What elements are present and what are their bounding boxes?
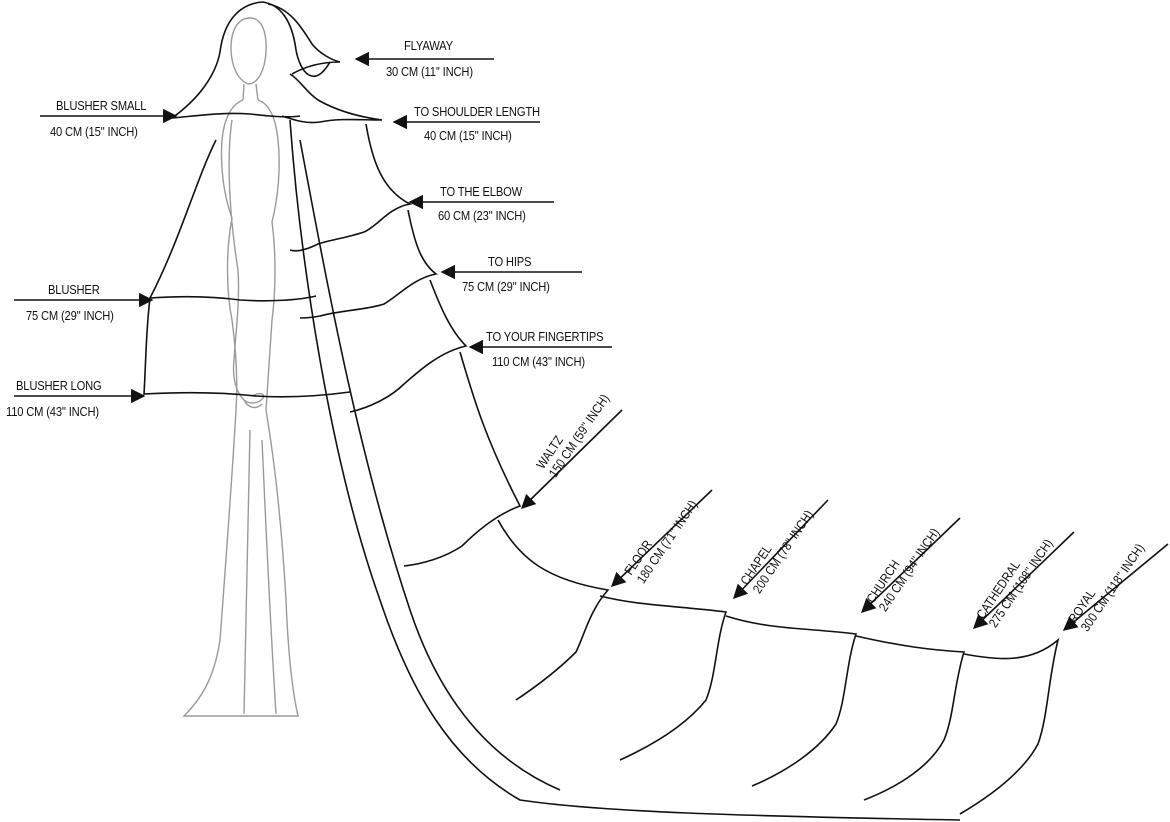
- veil-hips: [299, 209, 438, 319]
- arrow-floor: [610, 489, 713, 587]
- arrow-waltz: [520, 409, 623, 510]
- label-hips-length: 75 CM (29'' INCH): [462, 279, 550, 294]
- mannequin-arm: [228, 119, 265, 404]
- label-fingertips: TO YOUR FINGERTIPS: [486, 329, 604, 344]
- veil-shoulder: [281, 73, 383, 124]
- label-blusher-length-text: 75 CM (29'' INCH): [26, 308, 114, 323]
- label-blusher-small-length-text: 40 CM (15'' INCH): [50, 124, 138, 139]
- mannequin-skirt: [182, 409, 299, 717]
- mannequin-hand: [243, 399, 263, 409]
- label-blusher-small: BLUSHER SMALL: [56, 98, 147, 113]
- arrow-church: [860, 517, 961, 613]
- label-elbow-name: TO THE ELBOW: [440, 184, 523, 199]
- veil-fingertips: [349, 279, 468, 413]
- label-blusher-length: 75 CM (29'' INCH): [26, 308, 114, 323]
- label-shoulder-length-text: 40 CM (15'' INCH): [424, 128, 512, 143]
- veil-chapel: [599, 595, 728, 761]
- label-blusher: BLUSHER: [48, 282, 100, 297]
- label-elbow: TO THE ELBOW: [440, 184, 522, 199]
- label-flyaway-length: 30 CM (11'' INCH): [386, 64, 473, 79]
- leader-arrows: [14, 51, 1169, 631]
- veil-elbow: [289, 123, 413, 252]
- veil-blusher-small: [171, 112, 301, 119]
- label-flyaway-name: FLYAWAY: [404, 38, 453, 53]
- label-fingertips-length: 110 CM (43'' INCH): [492, 354, 585, 369]
- label-hips-length-text: 75 CM (29'' INCH): [462, 279, 550, 294]
- label-blusher-name: BLUSHER: [48, 282, 100, 297]
- label-elbow-length: 60 CM (23'' INCH): [438, 208, 526, 223]
- label-shoulder: TO SHOULDER LENGTH: [414, 104, 540, 119]
- veil-cathedral: [855, 635, 966, 801]
- label-blusher-long-length-text: 110 CM (43'' INCH): [6, 404, 99, 419]
- mannequin-head: [230, 17, 267, 85]
- mannequin-skirt-fold: [243, 429, 277, 715]
- label-elbow-length-text: 60 CM (23'' INCH): [438, 208, 526, 223]
- label-fingertips-name: TO YOUR FINGERTIPS: [486, 329, 604, 344]
- mannequin-neck: [242, 83, 259, 101]
- label-shoulder-name: TO SHOULDER LENGTH: [414, 104, 540, 119]
- arrow-cathedral: [972, 531, 1075, 629]
- label-hips: TO HIPS: [488, 254, 531, 269]
- label-fingertips-length-text: 110 CM (43'' INCH): [492, 354, 585, 369]
- veil-train-edge: [289, 119, 961, 821]
- veil-blusher: [148, 139, 317, 302]
- label-flyaway-length-text: 30 CM (11'' INCH): [386, 64, 473, 79]
- label-shoulder-length: 40 CM (15'' INCH): [424, 128, 512, 143]
- veil-flyaway: [267, 3, 341, 75]
- label-blusher-long: BLUSHER LONG: [16, 378, 102, 393]
- label-blusher-small-name: BLUSHER SMALL: [56, 98, 147, 113]
- mannequin-figure: [182, 17, 299, 717]
- label-blusher-long-length: 110 CM (43'' INCH): [6, 404, 99, 419]
- veil-hood: [171, 1, 331, 119]
- veil-church: [725, 615, 858, 787]
- veil-waltz: [403, 351, 522, 567]
- label-blusher-small-length: 40 CM (15'' INCH): [50, 124, 138, 139]
- label-blusher-long-name: BLUSHER LONG: [16, 378, 102, 393]
- veil-train-inner: [299, 139, 561, 791]
- veil-royal: [959, 637, 1060, 815]
- arrow-royal: [1062, 543, 1169, 631]
- label-hips-name: TO HIPS: [488, 254, 532, 269]
- label-flyaway: FLYAWAY: [404, 38, 453, 53]
- arrow-chapel: [733, 499, 829, 600]
- veil-floor: [497, 519, 610, 701]
- veil-blusher-long: [143, 297, 351, 398]
- veil-outlines: [143, 1, 1060, 821]
